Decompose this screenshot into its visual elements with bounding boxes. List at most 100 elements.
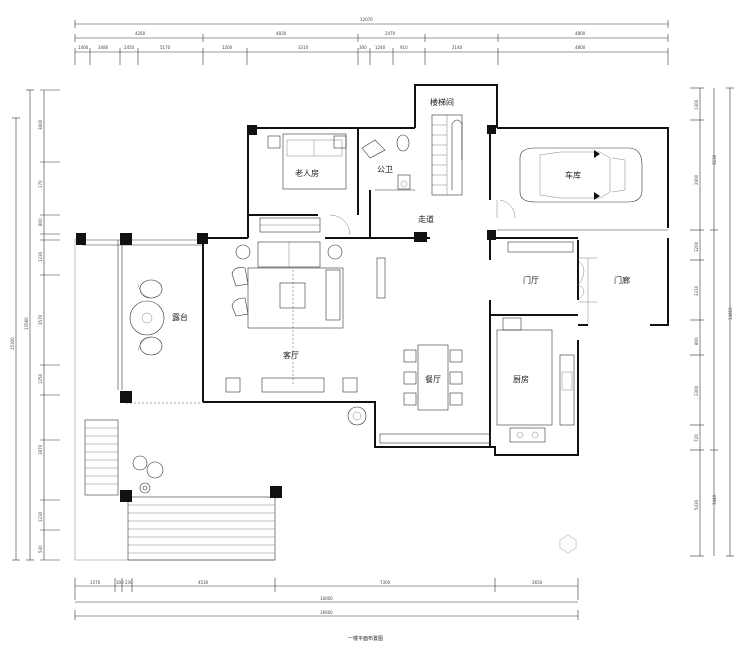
stair-room: 楼梯间: [430, 97, 463, 196]
cabinet-icon: [376, 257, 386, 299]
room-label-porch: 门廊: [614, 275, 630, 285]
fridge-icon: [502, 317, 522, 331]
dim-left-seg-3: 800: [38, 218, 43, 226]
living-room: 客厅: [225, 241, 386, 426]
dim-left-inner: 13560: [24, 317, 29, 330]
room-label-dining-room: 餐厅: [425, 375, 441, 384]
dim-right-side-1: 3230: [712, 154, 717, 165]
dim-right-seg-3: 3200: [694, 241, 699, 252]
left-dimension-lines: 15300 13560 3600 170 800 1230 3570 1250 …: [10, 89, 60, 561]
exterior-walls: [202, 84, 669, 456]
shower-icon: [361, 139, 386, 159]
dim-top-sub-10: 2140: [452, 45, 463, 50]
dim-right-seg-6: 2300: [694, 385, 699, 396]
dim-bottom-seg-4: 4530: [198, 580, 209, 585]
plant-pot-icon: [342, 377, 358, 393]
room-label-terrace: 露台: [172, 312, 188, 322]
dim-right-side-2: 3440: [712, 494, 717, 505]
dim-right-outer: 14810: [728, 307, 733, 320]
dim-right-seg-5: 800: [694, 337, 699, 345]
bottom-dimension-lines: 1370 300 230 4530 7300 2650 16000 16600: [74, 578, 579, 620]
room-label-kitchen: 厨房: [513, 374, 529, 384]
dim-top-sub-5: 1200: [222, 45, 233, 50]
shoe-cabinet-icon: [507, 241, 574, 253]
dim-top-seg-1: 4260: [135, 31, 146, 36]
sink-icon: [561, 371, 573, 391]
drawing-caption: 一楼平面布置图: [348, 635, 383, 642]
dim-top-overall: 12070: [360, 17, 373, 22]
dim-top-seg-2: 4830: [276, 31, 287, 36]
toilet-icon: [396, 134, 410, 152]
side-table-icon: [235, 244, 251, 260]
kitchen: 厨房: [496, 317, 575, 443]
room-label-public-wc: 公卫: [377, 165, 393, 174]
dim-bottom-overall-1: 16000: [320, 596, 333, 601]
dim-left-seg-6: 1250: [38, 373, 43, 384]
dim-top-sub-11: 4800: [575, 45, 586, 50]
dim-right-seg-1: 1300: [694, 99, 699, 110]
dim-bottom-seg-6: 2650: [532, 580, 543, 585]
watermark-logo: [559, 534, 577, 554]
dim-bottom-seg-5: 7300: [380, 580, 391, 585]
dim-left-seg-5: 3570: [38, 314, 43, 325]
stove-icon: [509, 427, 546, 443]
room-label-living-room: 客厅: [283, 350, 299, 360]
side-table-icon: [327, 244, 343, 260]
terrace-area: 露台: [74, 233, 282, 561]
bench-icon: [325, 269, 341, 321]
dim-top-sub-8: 1240: [375, 45, 386, 50]
armchair-icon: [231, 267, 249, 287]
corridor: 走道: [418, 199, 516, 224]
dim-top-sub-9: 910: [400, 45, 408, 50]
nightstand-icon: [333, 135, 347, 149]
dim-top-seg-3: 2470: [385, 31, 396, 36]
tv-cabinet-icon: [261, 377, 325, 393]
dim-top-sub-3: 2450: [124, 45, 135, 50]
dim-top-sub-7: 300: [359, 45, 367, 50]
car-icon: [519, 147, 643, 203]
dim-bottom-overall-2: 16600: [320, 610, 333, 615]
dim-right-seg-7: 720: [694, 434, 699, 442]
dim-left-outer: 15300: [10, 337, 15, 350]
garage: 车库: [497, 147, 668, 231]
room-label-entry-hall: 门厅: [523, 275, 539, 285]
dim-bottom-seg-1: 1370: [90, 580, 101, 585]
rug-icon: [247, 267, 344, 329]
dining-room: 餐厅: [379, 344, 491, 444]
dim-top-sub-1: 1400: [78, 45, 89, 50]
dim-left-seg-9: 530: [38, 545, 43, 553]
terrace-stairs-left: [84, 419, 119, 496]
dim-top-sub-6: 3310: [298, 45, 309, 50]
dim-right-seg-8: 5430: [694, 499, 699, 510]
terrace-stairs-bottom: [127, 496, 276, 561]
structural-columns: [197, 125, 496, 244]
dim-right-seg-4: 3310: [694, 285, 699, 296]
public-wc: 公卫: [361, 134, 415, 191]
dim-top-sub-4: 5170: [160, 45, 171, 50]
dim-left-seg-4: 1230: [38, 251, 43, 262]
dim-top-seg-4: 4800: [575, 31, 586, 36]
dim-left-seg-2: 170: [38, 180, 43, 188]
room-label-stair-room: 楼梯间: [430, 97, 454, 107]
bed-icon: [282, 133, 347, 190]
dim-left-seg-8: 1230: [38, 511, 43, 522]
counter-icon: [559, 354, 575, 426]
right-dimension-lines: 14810 3230 3440 1300 2900 3200 3310 800 …: [690, 87, 734, 557]
elder-room: 老人房: [259, 133, 351, 236]
dim-right-seg-2: 2900: [694, 174, 699, 185]
coffee-table-icon: [279, 282, 306, 309]
entry-hall: 门厅 门廊: [507, 241, 630, 325]
dim-top-sub-2: 3480: [98, 45, 109, 50]
room-label-garage: 车库: [565, 170, 581, 180]
top-dimension-lines: 12070 4260 4830 2470 4800 1400 3480 2450…: [74, 17, 669, 65]
armchair-icon: [231, 297, 249, 317]
nightstand-icon: [267, 135, 281, 149]
dim-bottom-seg-2: 300: [116, 580, 124, 585]
room-label-elder-room: 老人房: [295, 168, 319, 178]
dim-left-seg-1: 3600: [38, 119, 43, 130]
kitchen-island-icon: [496, 329, 553, 426]
room-label-corridor: 走道: [418, 214, 434, 224]
patio-table-set-icon: [129, 279, 165, 356]
dim-left-seg-7: 1870: [38, 444, 43, 455]
